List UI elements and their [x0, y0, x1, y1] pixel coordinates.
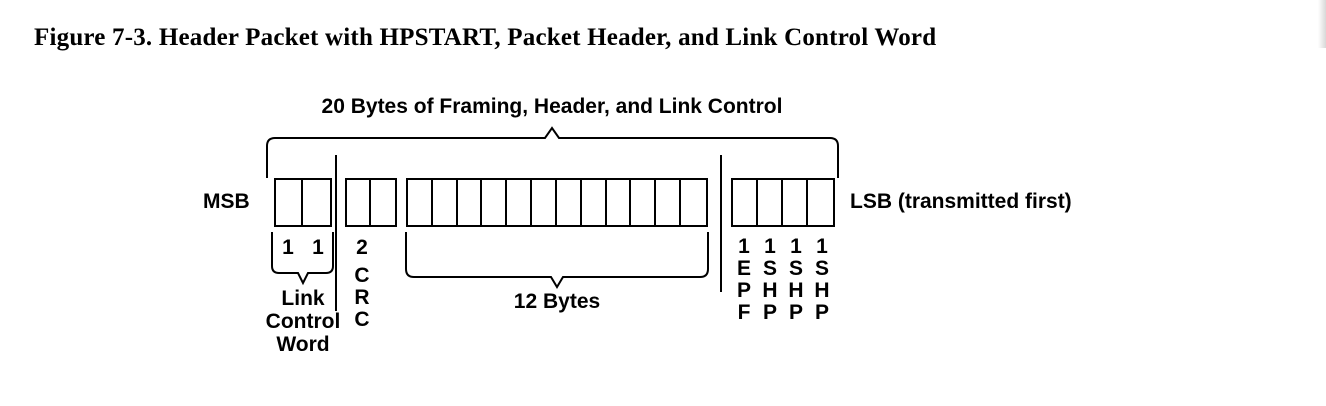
strip-crc — [345, 178, 397, 227]
page-edge-shadow — [1318, 0, 1326, 48]
crc-vertical-label: C R C — [354, 265, 369, 331]
crc-letter-3: C — [354, 308, 370, 331]
framing-count-1: 1 — [764, 235, 776, 258]
byte-cell — [733, 180, 759, 225]
framing-count-1: 1 — [790, 235, 802, 258]
byte-cell — [607, 180, 632, 225]
byte-count-crc: 2 — [356, 236, 368, 259]
framing-letter-f: F — [737, 301, 751, 324]
byte-cell — [303, 180, 330, 225]
strip-link-control-word — [274, 178, 332, 227]
framing-column-epf: 1 E P F — [737, 236, 751, 324]
link-control-word-caption-line-3: Word — [276, 333, 330, 356]
framing-letter-h: H — [788, 279, 804, 302]
byte-cell — [557, 180, 582, 225]
byte-cell — [532, 180, 557, 225]
framing-count-1: 1 — [738, 235, 750, 258]
framing-letter-h: H — [762, 279, 778, 302]
framing-letter-p: P — [736, 279, 752, 302]
byte-cell — [758, 180, 784, 225]
framing-letter-p: P — [788, 301, 804, 324]
byte-cell — [631, 180, 657, 225]
lsb-label: LSB (transmitted first) — [850, 190, 1072, 213]
byte-cell — [783, 180, 809, 225]
byte-cell — [656, 180, 682, 225]
link-control-word-caption-line-1: Link — [281, 287, 325, 310]
framing-letter-s: S — [788, 257, 804, 280]
framing-letter-h: H — [814, 279, 830, 302]
framing-count-1: 1 — [816, 235, 828, 258]
byte-cell — [408, 180, 433, 225]
byte-cell — [582, 180, 607, 225]
link-control-word-brace — [271, 232, 334, 286]
byte-cell — [458, 180, 483, 225]
framing-column-shp-1: 1 S H P — [762, 236, 777, 324]
crc-letter-2: R — [354, 286, 370, 309]
byte-cell — [808, 180, 833, 225]
byte-count-lcw-1: 1 — [282, 236, 294, 259]
byte-cell — [433, 180, 458, 225]
byte-cell — [371, 180, 395, 225]
framing-letter-p: P — [762, 301, 778, 324]
figure-title: Figure 7-3. Header Packet with HPSTART, … — [34, 24, 937, 51]
byte-cell — [507, 180, 533, 225]
framing-letter-s: S — [762, 257, 778, 280]
framing-letter-p: P — [814, 301, 830, 324]
top-brace — [266, 126, 839, 178]
msb-label: MSB — [203, 190, 250, 213]
strip-packet-header — [406, 178, 708, 227]
framing-column-shp-3: 1 S H P — [814, 236, 829, 324]
top-brace-label: 20 Bytes of Framing, Header, and Link Co… — [321, 95, 783, 118]
byte-cell — [276, 180, 304, 225]
packet-header-brace — [405, 232, 709, 289]
strip-hpstart-framing — [731, 178, 835, 227]
byte-count-lcw-2: 1 — [312, 236, 324, 259]
byte-cell — [347, 180, 372, 225]
framing-letter-s: S — [814, 257, 830, 280]
framing-column-shp-2: 1 S H P — [788, 236, 803, 324]
crc-letter-1: C — [354, 264, 370, 287]
link-control-word-caption-line-2: Control — [265, 310, 341, 333]
framing-letter-e: E — [736, 257, 752, 280]
byte-cell — [681, 180, 706, 225]
byte-cell — [482, 180, 508, 225]
packet-header-caption: 12 Bytes — [513, 290, 601, 313]
